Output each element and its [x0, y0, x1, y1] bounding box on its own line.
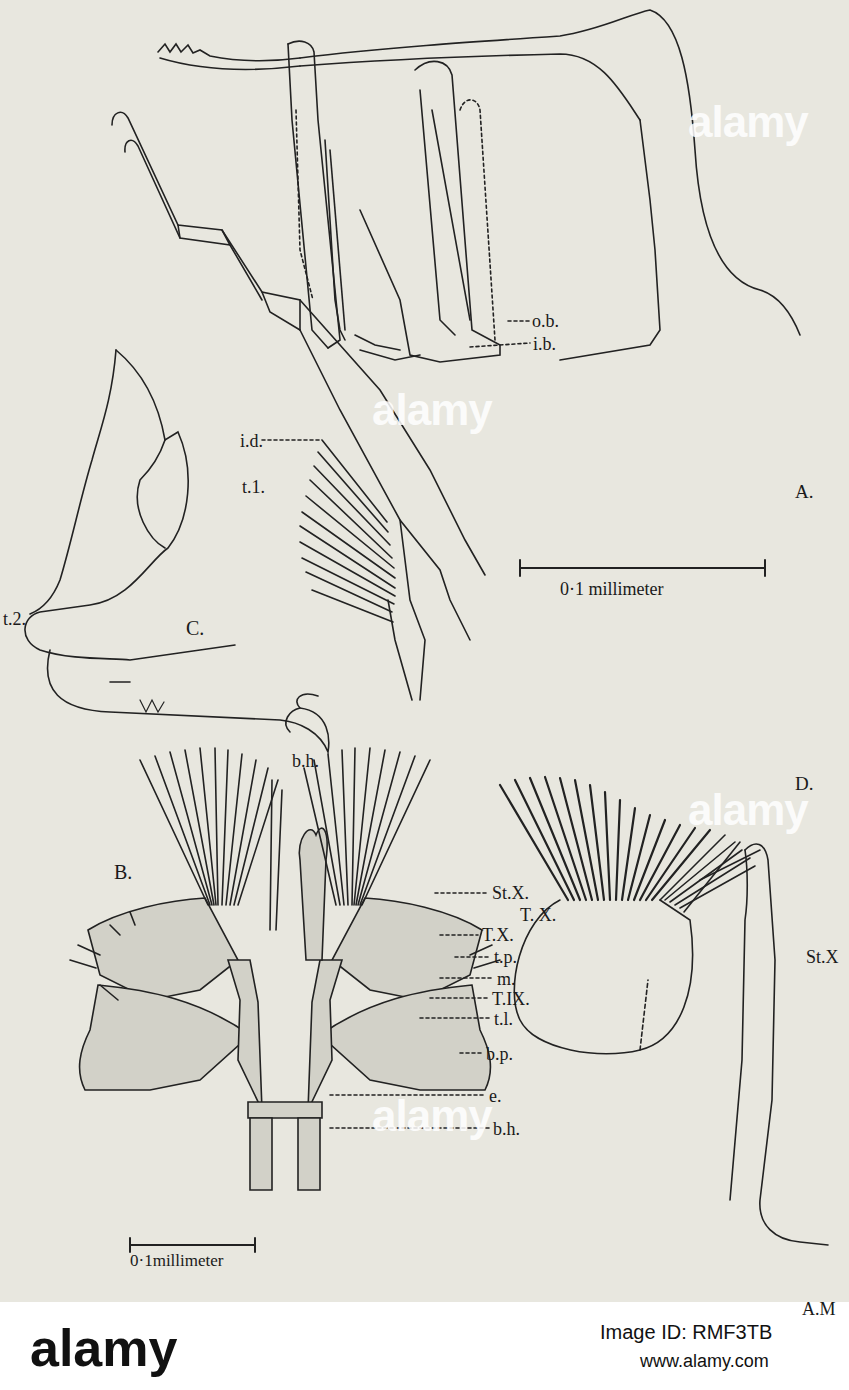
- watermark: alamy: [688, 100, 808, 144]
- figure-letter: B.: [114, 862, 132, 882]
- figure-c: [25, 350, 329, 752]
- part-label: o.b.: [532, 312, 559, 330]
- watermark: alamy: [688, 788, 808, 832]
- figure-b: [70, 748, 500, 1252]
- part-label: b.h.: [292, 752, 319, 770]
- watermark: alamy: [372, 388, 492, 432]
- image-id: Image ID: RMF3TB: [600, 1322, 772, 1342]
- part-label: b.p.: [486, 1045, 513, 1063]
- part-label: T.X.: [482, 926, 514, 944]
- part-label: T.IX.: [492, 990, 530, 1008]
- part-label: i.d.: [240, 432, 263, 450]
- footer-url: www.alamy.com: [640, 1352, 769, 1370]
- figure-letter: A.: [795, 482, 813, 501]
- part-label: i.b.: [533, 335, 556, 353]
- scale-label: 0·1millimeter: [130, 1252, 223, 1269]
- part-label: T. X.: [520, 906, 556, 924]
- watermark: alamy: [372, 1094, 492, 1138]
- part-label: St.X: [806, 948, 839, 966]
- part-label: A.M: [802, 1300, 836, 1318]
- part-label: t.l.: [494, 1010, 513, 1028]
- figure-letter: C.: [186, 618, 204, 638]
- figure-d: [500, 777, 828, 1245]
- part-label: m.: [497, 970, 516, 988]
- part-label: b.h.: [493, 1120, 520, 1138]
- part-label: t.p.: [494, 948, 517, 966]
- part-label: t.1.: [242, 478, 265, 496]
- footer-logo: alamy: [30, 1322, 177, 1374]
- part-label: t.2.: [3, 610, 26, 628]
- scale-label: 0·1 millimeter: [560, 580, 663, 598]
- part-label: St.X.: [492, 884, 529, 902]
